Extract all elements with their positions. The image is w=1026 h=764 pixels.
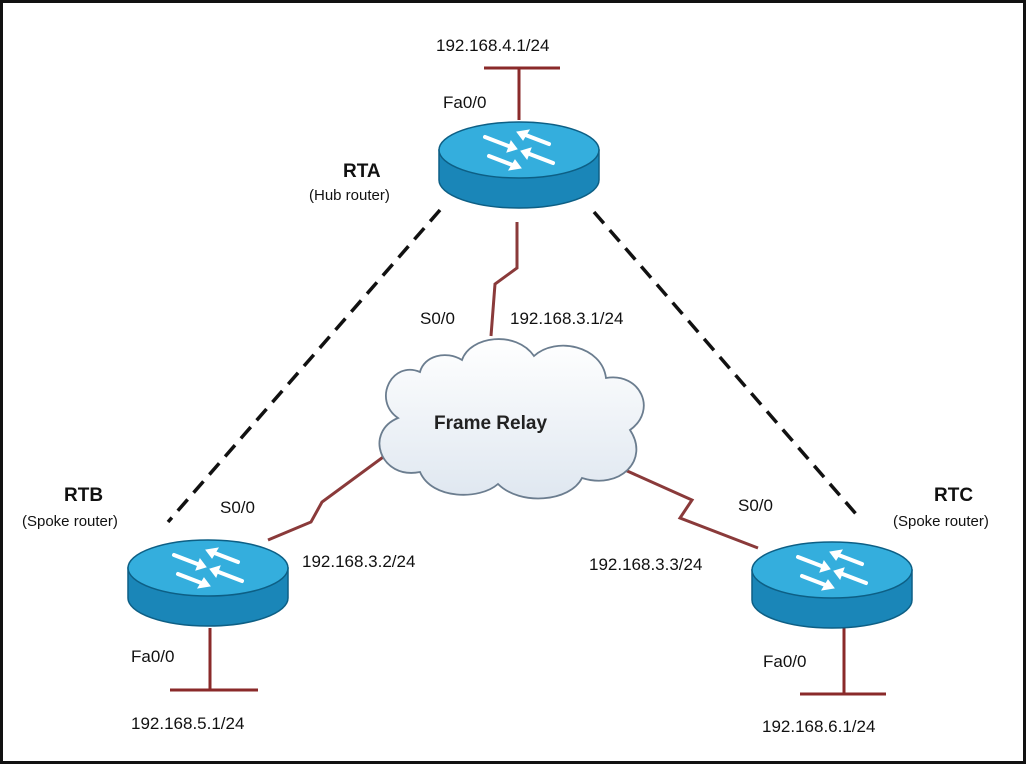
- router-icon-rtc: [750, 540, 914, 630]
- rtc-fa-interface: Fa0/0: [763, 652, 807, 671]
- rta-lan-address: 192.168.4.1/24: [436, 36, 550, 55]
- dashed-link-rta-rtb: [166, 208, 442, 524]
- serial-link-rtb: [267, 450, 391, 542]
- rta-role: (Hub router): [309, 187, 390, 204]
- serial-link-rtc: [624, 468, 759, 550]
- rtb-serial-interface: S0/0: [220, 498, 255, 517]
- cloud-icon: [378, 338, 645, 500]
- dashed-link-rta-rtc: [592, 210, 858, 516]
- rtb-role: (Spoke router): [22, 513, 118, 530]
- router-icon-rtb: [126, 538, 290, 628]
- lan-stub-rta: [484, 66, 560, 120]
- rtc-wan-address: 192.168.3.3/24: [589, 555, 703, 574]
- rtc-lan-address: 192.168.6.1/24: [762, 717, 876, 736]
- rta-serial-interface: S0/0: [420, 309, 455, 328]
- rtc-serial-interface: S0/0: [738, 496, 773, 515]
- rtb-name: RTB: [64, 485, 104, 506]
- frame-relay-label: Frame Relay: [434, 413, 548, 434]
- lan-stub-rtc: [800, 628, 886, 696]
- router-icon-rta: [437, 120, 601, 210]
- rtc-name: RTC: [934, 485, 974, 506]
- rtb-wan-address: 192.168.3.2/24: [302, 552, 416, 571]
- rtb-lan-address: 192.168.5.1/24: [131, 714, 245, 733]
- serial-link-rta: [489, 222, 519, 337]
- rta-name: RTA: [343, 161, 381, 182]
- rtc-role: (Spoke router): [893, 513, 989, 530]
- rtb-fa-interface: Fa0/0: [131, 647, 175, 666]
- lan-stub-rtb: [170, 628, 258, 692]
- rta-wan-address: 192.168.3.1/24: [510, 309, 624, 328]
- rta-fa-interface: Fa0/0: [443, 93, 487, 112]
